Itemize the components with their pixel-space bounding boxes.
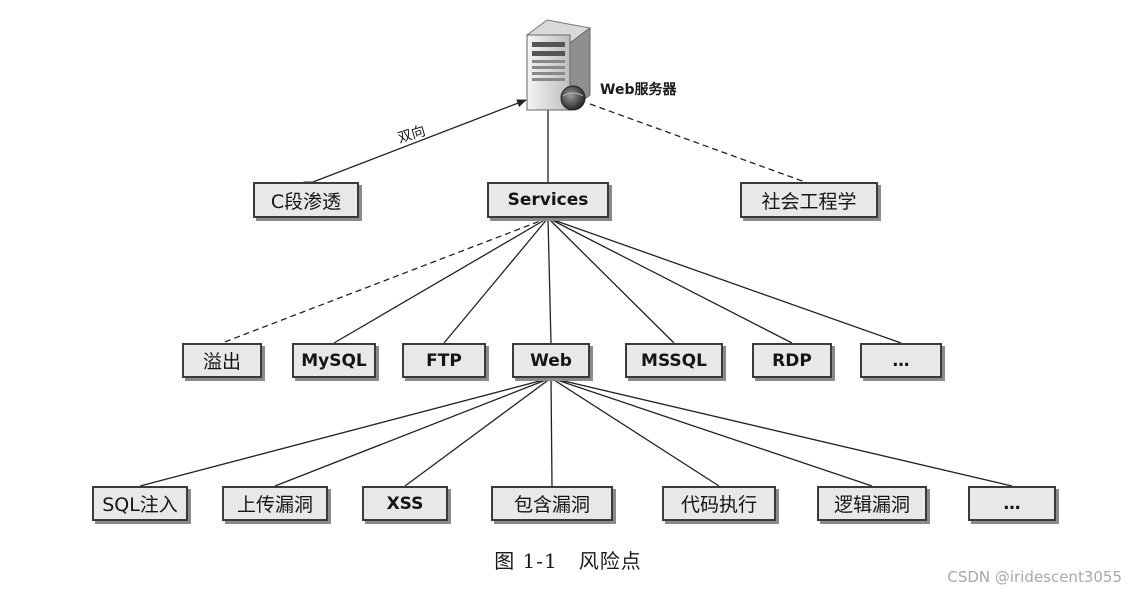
edge-server-c-segment bbox=[303, 99, 527, 189]
edge-services-mssql bbox=[547, 217, 675, 344]
edge-services-mysql bbox=[333, 217, 549, 344]
node-ftp: FTP bbox=[402, 343, 486, 378]
node-xss: XSS bbox=[362, 486, 448, 521]
node-upload-vuln: 上传漏洞 bbox=[222, 486, 328, 521]
node-social-engineering: 社会工程学 bbox=[740, 182, 878, 218]
node-code-exec: 代码执行 bbox=[662, 486, 776, 521]
edge-web-logic-vuln bbox=[550, 377, 873, 487]
node-include-vuln: 包含漏洞 bbox=[491, 486, 613, 521]
edge-server-social-engineering bbox=[589, 103, 806, 183]
edge-web-upload-vuln bbox=[274, 377, 552, 487]
node-sql-injection: SQL注入 bbox=[92, 486, 188, 521]
edge-web-sql-injection bbox=[139, 377, 552, 487]
edge-services-overflow bbox=[221, 217, 549, 344]
node-mssql: MSSQL bbox=[625, 343, 723, 378]
edge-services-rdp bbox=[547, 217, 793, 344]
node-web-more: … bbox=[968, 486, 1056, 521]
edge-web-code-exec bbox=[550, 377, 720, 487]
edge-web-xss bbox=[404, 377, 552, 487]
node-overflow: 溢出 bbox=[182, 343, 262, 378]
node-web: Web bbox=[512, 343, 590, 378]
server-label: Web服务器 bbox=[600, 82, 677, 98]
figure-caption: 图 1-1 风险点 bbox=[494, 549, 642, 573]
watermark: CSDN @iridescent3055 bbox=[947, 568, 1122, 586]
edge-services-web bbox=[547, 217, 552, 344]
node-services-more: … bbox=[860, 343, 942, 378]
edge-web-more bbox=[550, 377, 1013, 487]
node-rdp: RDP bbox=[752, 343, 832, 378]
edge-services-ftp bbox=[443, 217, 549, 344]
edge-services-more bbox=[547, 217, 902, 344]
edge-web-include-vuln bbox=[550, 377, 553, 487]
node-logic-vuln: 逻辑漏洞 bbox=[817, 486, 927, 521]
node-c-segment: C段渗透 bbox=[253, 182, 359, 218]
edges-layer bbox=[139, 99, 1013, 487]
node-services: Services bbox=[487, 182, 609, 218]
server-icon bbox=[525, 19, 592, 111]
node-mysql: MySQL bbox=[292, 343, 376, 378]
